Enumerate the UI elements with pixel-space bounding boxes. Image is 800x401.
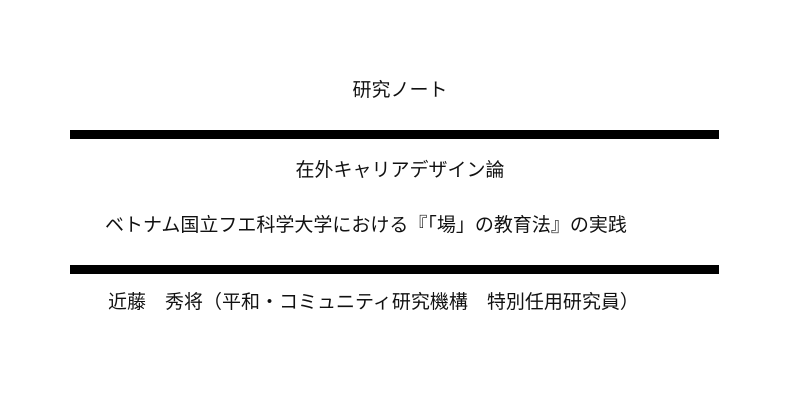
article-title: 在外キャリアデザイン論 [295,159,505,181]
author-affiliation: （平和・コミュニティ研究機構 特別任用研究員） [203,291,639,313]
author-line: 近藤 秀将（平和・コミュニティ研究機構 特別任用研究員） [108,290,639,314]
top-divider [70,130,719,139]
article-subtitle: ベトナム国立フエ科学大学における『「場」の教育法』の実践 [105,214,627,236]
bottom-divider [70,265,719,274]
article-type-label: 研究ノート [352,79,448,101]
author-name: 近藤 秀将 [108,291,204,313]
